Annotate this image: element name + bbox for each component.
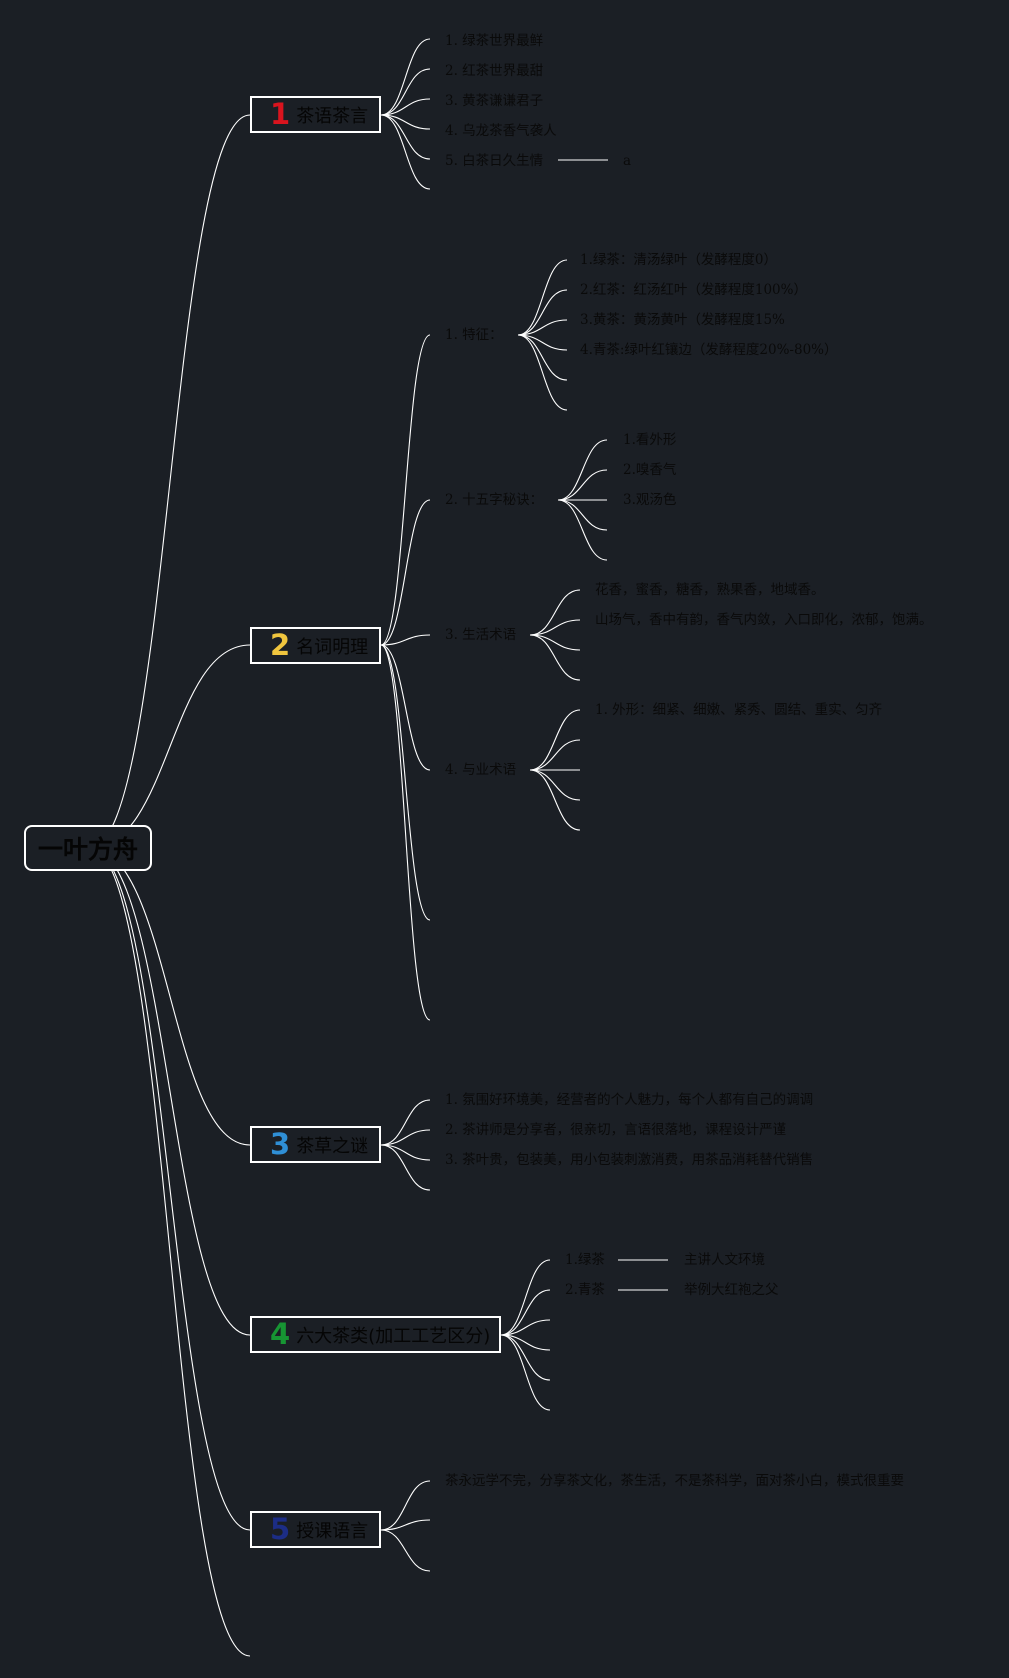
topic-2-group-3-connector [529, 634, 581, 681]
topic-3-item[interactable]: 3. 茶叶贵，包装美，用小包装刺激消费，用茶品消耗替代销售 [445, 1152, 814, 1168]
topic-1-node[interactable]: 1 茶语茶言 [250, 96, 381, 133]
root-node[interactable]: 一叶方舟 [24, 825, 152, 871]
topic-4-connector [500, 1259, 551, 1336]
topic-2-group-label[interactable]: 2. 十五字秘诀： [445, 492, 544, 508]
topic-2-connector [380, 644, 431, 921]
topic-2-node[interactable]: 2 名词明理 [250, 627, 381, 664]
topic-1-item[interactable]: 4. 乌龙茶香气袭人 [445, 123, 557, 139]
topic-2-group-4-connector [529, 769, 581, 831]
topic-2-group-2-connector [557, 469, 608, 501]
topic-1-item[interactable]: 3. 黄茶谦谦君子 [445, 93, 544, 109]
topic-2-group-3-item[interactable]: 花香，蜜香，糖香，熟果香，地域香。 [595, 582, 825, 598]
topic-5-number: 5 [270, 1512, 291, 1546]
topic-4-item-note[interactable]: 主讲人文环境 [684, 1252, 765, 1268]
topic-3-node[interactable]: 3 茶草之谜 [250, 1126, 381, 1163]
topic-2-group-1-connector [517, 319, 568, 336]
topic-5-connector [380, 1519, 431, 1531]
topic-2-group-3-connector [529, 589, 581, 636]
topic-4-item-note[interactable]: 举例大红袍之父 [684, 1282, 779, 1298]
topic-2-connector [380, 334, 431, 646]
topic-4-connector [500, 1289, 551, 1336]
root-connector [89, 847, 251, 1146]
topic-1-number: 1 [270, 97, 291, 131]
topic-2-group-2-item[interactable]: 1.看外形 [623, 432, 677, 448]
root-connector [89, 847, 251, 1531]
topic-1-connector [380, 114, 431, 190]
topic-1-connector [380, 114, 431, 160]
topic-1-item[interactable]: 5. 白茶日久生情 [445, 153, 544, 169]
topic-1-connector [380, 98, 431, 116]
topic-2-group-label[interactable]: 1. 特征： [445, 327, 503, 343]
topic-2-group-1-connector [517, 334, 568, 381]
topic-2-group-2-item[interactable]: 2.嗅香气 [623, 462, 677, 478]
topic-5-label: 授课语言 [296, 1520, 369, 1542]
topic-2-group-label[interactable]: 4. 与业术语 [445, 762, 517, 778]
topic-2-group-3-connector [529, 634, 581, 651]
topic-2-connector [380, 499, 431, 646]
topic-2-group-1-item[interactable]: 1.绿茶：清汤绿叶（发酵程度0） [580, 252, 777, 268]
topic-2-group-1-connector [517, 289, 568, 336]
topic-4-connector [500, 1319, 551, 1336]
topic-2-connector [380, 644, 431, 771]
topic-1-label: 茶语茶言 [296, 105, 369, 127]
topic-2-group-3-connector [529, 619, 581, 636]
topic-1-item[interactable]: 1. 绿茶世界最鲜 [445, 33, 544, 49]
root-connector [89, 114, 251, 849]
root-label: 一叶方舟 [37, 835, 138, 864]
topic-2-group-4-connector [529, 709, 581, 771]
topic-2-connector [380, 644, 431, 1021]
topic-3-item[interactable]: 2. 茶讲师是分享者，很亲切，言语很落地，课程设计严谨 [445, 1122, 787, 1138]
root-connector [89, 644, 251, 849]
topic-2-group-2-connector [557, 439, 608, 501]
root-connector [89, 847, 251, 1657]
topic-2-group-1-item[interactable]: 2.红茶：红汤红叶（发酵程度100%） [580, 282, 807, 298]
topic-2-group-2-connector [557, 499, 608, 531]
topic-4-item[interactable]: 1.绿茶 [565, 1252, 605, 1268]
topic-2-group-1-item[interactable]: 4.青茶:绿叶红镶边（发酵程度20%-80%） [580, 342, 838, 358]
topic-2-label: 名词明理 [296, 636, 369, 658]
topic-5-connector [380, 1529, 431, 1572]
topic-1-connector [380, 68, 431, 116]
topic-3-connector [380, 1099, 431, 1146]
topic-4-number: 4 [270, 1317, 291, 1351]
topic-2-group-label[interactable]: 3. 生活术语 [445, 627, 517, 643]
topic-2-group-4-connector [529, 739, 581, 771]
topic-4-connector [500, 1334, 551, 1381]
topic-5-item[interactable]: 茶永远学不完，分享茶文化，茶生活，不是茶科学，面对茶小白，模式很重要 [445, 1473, 904, 1489]
topic-2-number: 2 [270, 628, 291, 662]
topic-3-connector [380, 1144, 431, 1191]
topic-2-group-2-connector [557, 499, 608, 561]
topic-2-group-1-item[interactable]: 3.黄茶：黄汤黄叶（发酵程度15% [580, 312, 785, 328]
topic-3-label: 茶草之谜 [296, 1135, 369, 1157]
topic-3-item[interactable]: 1. 氛围好环境美，经营者的个人魅力，每个人都有自己的调调 [445, 1092, 814, 1108]
topic-3-number: 3 [270, 1127, 291, 1161]
root-connector [89, 847, 251, 1336]
topic-5-connector [380, 1480, 431, 1531]
topic-4-item[interactable]: 2.青茶 [565, 1282, 605, 1298]
topic-1-item[interactable]: 2. 红茶世界最甜 [445, 63, 544, 79]
topic-4-connector [500, 1334, 551, 1411]
topic-2-group-2-item[interactable]: 3.观汤色 [623, 492, 677, 508]
topic-4-node[interactable]: 4 六大茶类(加工工艺区分) [250, 1316, 501, 1353]
topic-2-group-1-connector [517, 259, 568, 336]
topic-2-connector [380, 634, 431, 646]
topic-3-connector [380, 1144, 431, 1161]
topic-2-group-4-connector [529, 769, 581, 801]
topic-2-group-4-item[interactable]: 1. 外形：细紧、细嫩、紧秀、圆结、重实、匀齐 [595, 702, 883, 718]
topic-5-node[interactable]: 5 授课语言 [250, 1511, 381, 1548]
topic-2-group-3-item[interactable]: 山场气，香中有韵，香气内敛，入口即化，浓郁，饱满。 [595, 612, 933, 628]
topic-1-note[interactable]: a [623, 153, 632, 169]
topic-4-label: 六大茶类(加工工艺区分) [296, 1325, 491, 1347]
topic-3-connector [380, 1129, 431, 1146]
topic-1-connector [380, 38, 431, 116]
topic-2-group-1-connector [517, 334, 568, 411]
